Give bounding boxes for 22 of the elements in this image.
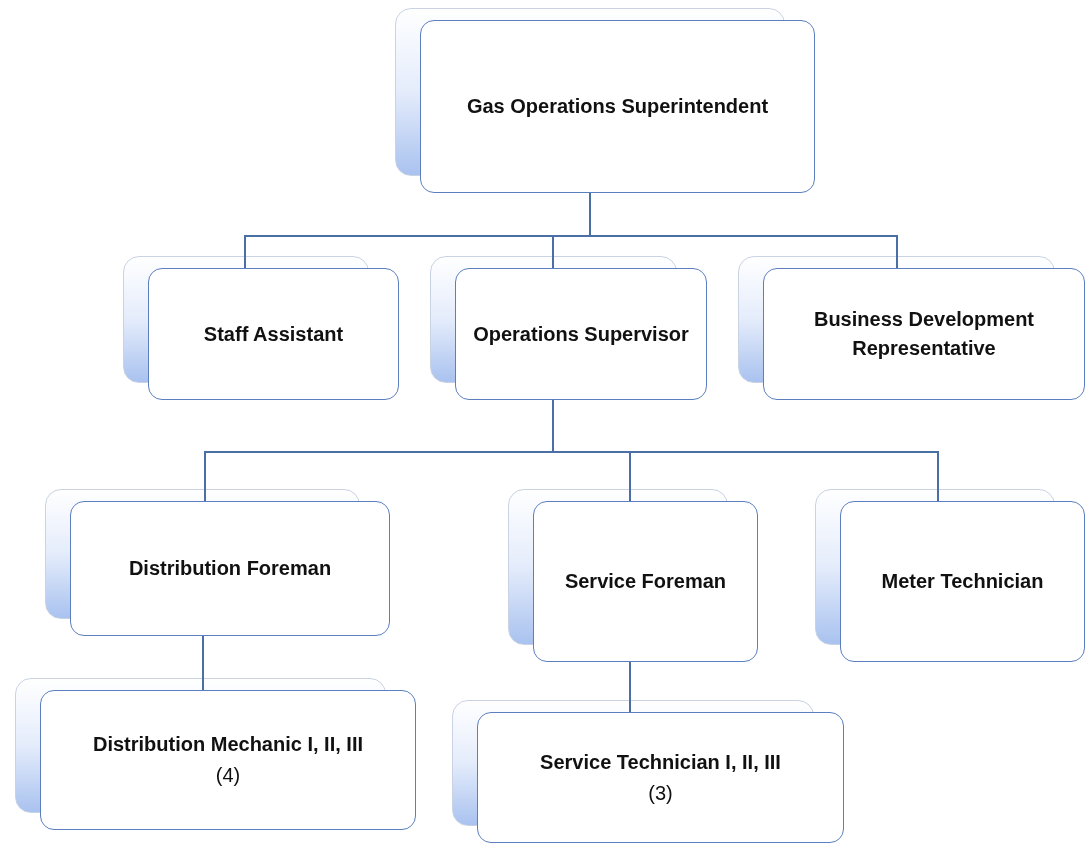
position-box [420, 20, 815, 193]
connector-line [202, 635, 204, 691]
position-box [477, 712, 844, 843]
position-box [70, 501, 390, 636]
position-box [533, 501, 758, 662]
job-title: Service Foreman [564, 569, 727, 594]
headcount-note: (4) [215, 763, 241, 788]
connector-line [629, 661, 631, 713]
job-title: Distribution Foreman [128, 556, 332, 581]
headcount-note: (3) [648, 780, 673, 806]
position-box [40, 690, 416, 830]
job-title: Staff Assistant [203, 321, 344, 347]
job-title: Meter Technician [881, 569, 1044, 594]
position-box [763, 268, 1085, 400]
position-box [840, 501, 1085, 662]
job-title: Gas Operations Superintendent [466, 94, 769, 119]
job-title: Distribution Mechanic I, II, III [93, 732, 363, 757]
job-title: Service Technician I, II, III [540, 749, 781, 775]
position-box [455, 268, 707, 400]
job-title: Business Development Representative [812, 307, 1036, 361]
position-box [148, 268, 399, 400]
job-title: Operations Supervisor [473, 321, 689, 347]
